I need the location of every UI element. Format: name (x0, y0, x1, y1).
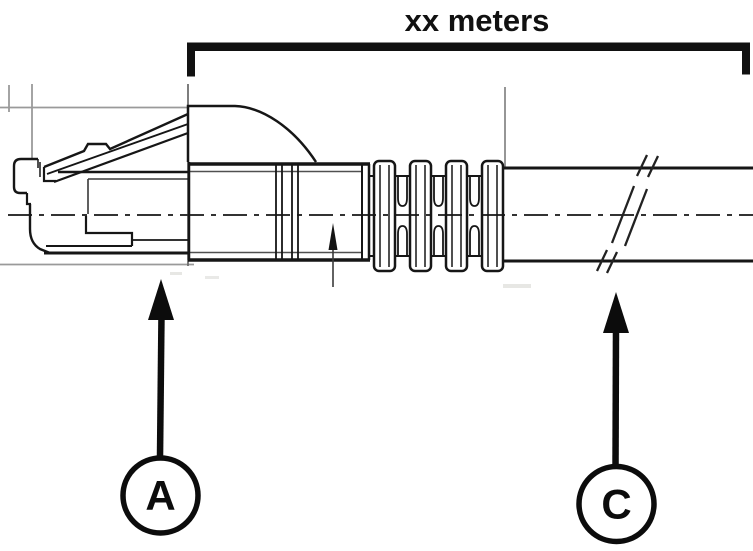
callout-c-arrow-shaft (612, 327, 620, 470)
callout-a-arrow-shaft (156, 314, 165, 458)
bellows-rib (444, 159, 469, 273)
bellows-valleys (394, 175, 483, 257)
dimension-tick-right (742, 42, 750, 75)
callout-a: A (120, 279, 201, 536)
callout-a-arrowhead (148, 279, 174, 320)
callout-c-label: C (601, 481, 631, 528)
scan-smudge (503, 284, 531, 288)
bellows-valley-u-top (469, 177, 480, 207)
boot-divider-1 (275, 164, 283, 260)
arrow-fragment-head (328, 223, 338, 250)
dimension-label: xx meters (405, 3, 550, 38)
plug-contact-step (84, 216, 134, 246)
rj45-plug (12, 112, 189, 255)
plug-front-tab (12, 157, 38, 195)
cable (503, 154, 753, 274)
latch-bottom-edge (53, 131, 189, 184)
callout-a-label: A (145, 472, 175, 519)
callout-c-circle (576, 463, 657, 545)
bellows-valley-u-top (397, 177, 408, 207)
bellows-valley-edges (430, 175, 447, 257)
boot-divider-2 (291, 164, 299, 260)
plug-front-step (25, 193, 31, 206)
bellows-valley-edges (466, 175, 483, 257)
latch-top-edge (43, 112, 189, 169)
scan-smudge (205, 276, 219, 279)
connector-boot (186, 104, 371, 287)
bellows-rib (372, 159, 397, 273)
latch-hook (42, 167, 56, 183)
bellows-rib (480, 159, 505, 273)
plug-top-inner-line (87, 178, 188, 214)
cable-break-marks (595, 154, 660, 274)
callout-a-circle (120, 455, 201, 536)
callout-c: C (576, 292, 657, 545)
bellows-rib-lines (415, 165, 426, 267)
bellows-valley-u-bottom (397, 225, 408, 255)
break-mark-top (635, 154, 660, 178)
boot-hood-curve (186, 104, 318, 163)
dimension-bracket: xx meters (187, 3, 750, 77)
latch-mid-edge (46, 123, 189, 175)
bellows-rib (408, 159, 433, 273)
bellows-rib-lines (487, 165, 498, 267)
bellows-valley-u-bottom (469, 225, 480, 255)
bellows-rib-lines (451, 165, 462, 267)
bellows-ribs (372, 159, 505, 273)
plug-front-face (28, 204, 51, 255)
dimension-bar (187, 42, 750, 51)
bellows-valley-u-bottom (433, 225, 444, 255)
dimension-tick-left (187, 42, 195, 77)
scan-smudge (170, 272, 182, 275)
break-mark-bottom (595, 249, 619, 274)
bellows-rib-lines (379, 165, 390, 267)
strain-relief-bellows (370, 159, 505, 273)
bellows-valley-u-top (433, 177, 444, 207)
callout-c-arrowhead (603, 292, 629, 333)
break-mark-middle (610, 185, 649, 247)
bellows-valley-edges (394, 175, 411, 257)
